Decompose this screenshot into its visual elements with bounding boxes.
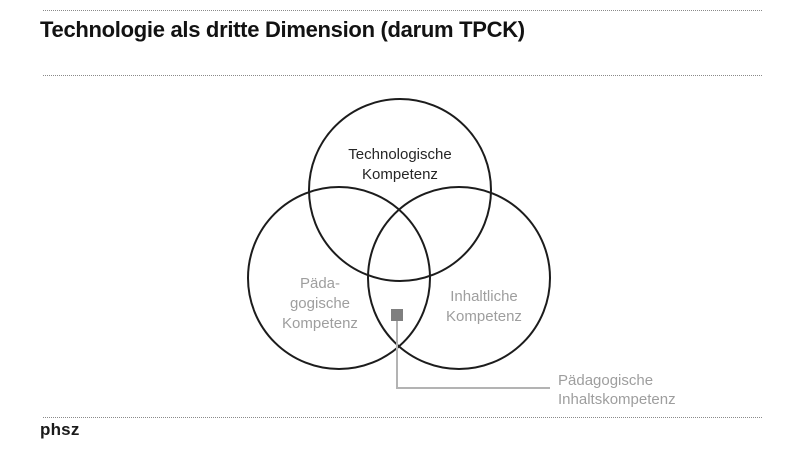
label-pedagogical-competence: Päda- gogische Kompetenz: [260, 274, 380, 334]
label-line: Inhaltskompetenz: [558, 391, 676, 408]
phsz-logo: phsz: [40, 420, 80, 439]
callout-line-horizontal: [396, 387, 550, 389]
label-line: Pädagogische: [558, 372, 654, 389]
intersection-square-marker: [391, 309, 403, 321]
label-line: Technologische: [348, 146, 452, 163]
divider-footer: [43, 417, 762, 418]
label-line: Kompetenz: [446, 308, 522, 325]
divider-header: [43, 75, 762, 76]
label-content-competence: Inhaltliche Kompetenz: [424, 287, 544, 327]
label-line: Inhaltliche: [450, 288, 518, 305]
label-technological-competence: Technologische Kompetenz: [320, 145, 480, 185]
divider-top: [43, 10, 762, 11]
callout-line-vertical: [396, 321, 398, 389]
circle-technological-competence: [308, 98, 492, 282]
label-line: Kompetenz: [282, 315, 358, 332]
slide-title: Technologie als dritte Dimension (darum …: [40, 17, 525, 42]
label-line: gogische: [289, 295, 351, 312]
label-line: Päda-: [299, 275, 341, 292]
label-pedagogical-content-competence: Pädagogische Inhaltskompetenz: [558, 371, 676, 409]
label-line: Kompetenz: [362, 166, 438, 183]
